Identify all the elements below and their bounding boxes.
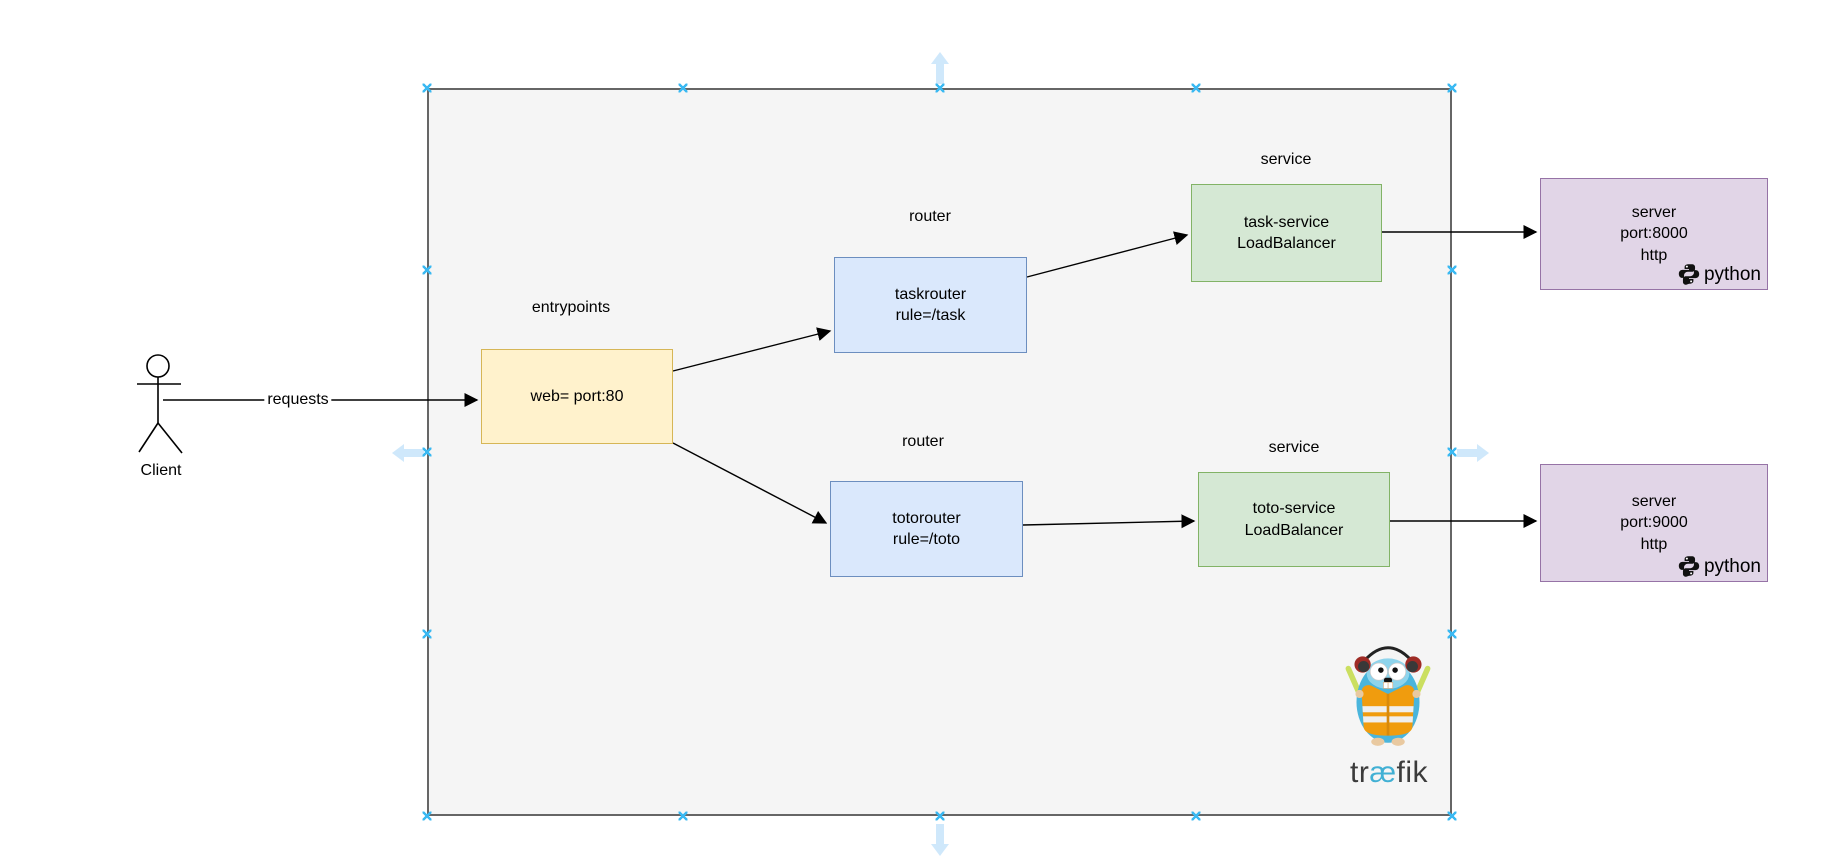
python-badge: python — [1678, 555, 1761, 577]
edge-entrypoint-to-totorouter[interactable] — [672, 442, 828, 524]
traefik-wordmark-pre: tr — [1349, 756, 1370, 789]
direction-arrow-left[interactable] — [392, 444, 424, 462]
entrypoint-node-text: web= port:80 — [530, 387, 624, 405]
direction-arrow-right[interactable] — [1457, 444, 1489, 462]
connection-point-marker[interactable] — [678, 811, 688, 821]
connection-point-marker[interactable] — [1191, 811, 1201, 821]
connection-point-marker[interactable] — [1447, 265, 1457, 275]
connection-point-marker[interactable] — [1447, 811, 1457, 821]
taskrouter-node[interactable]: taskrouter rule=/task — [834, 257, 1027, 353]
router-group-label-task[interactable]: router — [909, 208, 951, 225]
traefik-wordmark[interactable]: træfik — [1337, 756, 1441, 790]
task-service-node[interactable]: task-service LoadBalancer — [1191, 184, 1382, 282]
toto-service-node-text: toto-service LoadBalancer — [1244, 500, 1344, 539]
task-service-node-text: task-service LoadBalancer — [1237, 213, 1336, 252]
connection-point-marker[interactable] — [935, 811, 945, 821]
connection-point-marker[interactable] — [422, 83, 432, 93]
connection-point-marker[interactable] — [1447, 447, 1457, 457]
client-label: Client — [140, 462, 182, 479]
connection-point-marker[interactable] — [422, 811, 432, 821]
python-badge-label: python — [1703, 555, 1761, 577]
python-badge-label: python — [1703, 263, 1761, 285]
taskrouter-node-text: taskrouter rule=/task — [894, 285, 967, 324]
python-badge: python — [1678, 263, 1761, 285]
connection-point-marker[interactable] — [1191, 83, 1201, 93]
router-group-label-toto[interactable]: router — [902, 433, 944, 450]
server-9000-node-text: server port:9000 http — [1620, 493, 1688, 553]
entrypoints-group-label[interactable]: entrypoints — [531, 299, 611, 316]
edge-totorouter-to-toto-service[interactable] — [1022, 514, 1196, 529]
connection-point-marker[interactable] — [1447, 629, 1457, 639]
client-figure-icon[interactable] — [137, 354, 183, 454]
service-group-label-task[interactable]: service — [1260, 151, 1312, 168]
server-8000-node-text: server port:8000 http — [1620, 204, 1688, 264]
service-group-label-toto[interactable]: service — [1268, 439, 1320, 456]
totorouter-node-text: totorouter rule=/toto — [892, 509, 961, 548]
server-8000-node[interactable]: server port:8000 http python — [1540, 178, 1768, 290]
traefik-gopher-icon[interactable] — [1337, 633, 1439, 757]
connection-point-marker[interactable] — [935, 83, 945, 93]
direction-arrow-down[interactable] — [931, 824, 949, 856]
connection-point-marker[interactable] — [1447, 83, 1457, 93]
edge-entrypoint-to-taskrouter[interactable] — [672, 327, 832, 372]
traefik-wordmark-post: fik — [1396, 756, 1428, 789]
toto-service-node[interactable]: toto-service LoadBalancer — [1198, 472, 1390, 567]
traefik-wordmark-ae: æ — [1369, 756, 1397, 789]
requests-edge-label[interactable]: requests — [264, 391, 332, 409]
edge-taskrouter-to-task-service[interactable] — [1026, 231, 1189, 278]
connection-point-marker[interactable] — [422, 629, 432, 639]
entrypoint-node[interactable]: web= port:80 — [481, 349, 673, 444]
connection-point-marker[interactable] — [422, 447, 432, 457]
server-9000-node[interactable]: server port:9000 http python — [1540, 464, 1768, 582]
totorouter-node[interactable]: totorouter rule=/toto — [830, 481, 1023, 577]
python-logo-icon — [1678, 556, 1700, 577]
connection-point-marker[interactable] — [422, 265, 432, 275]
direction-arrow-up[interactable] — [931, 52, 949, 84]
python-logo-icon — [1678, 264, 1700, 285]
connection-point-marker[interactable] — [678, 83, 688, 93]
